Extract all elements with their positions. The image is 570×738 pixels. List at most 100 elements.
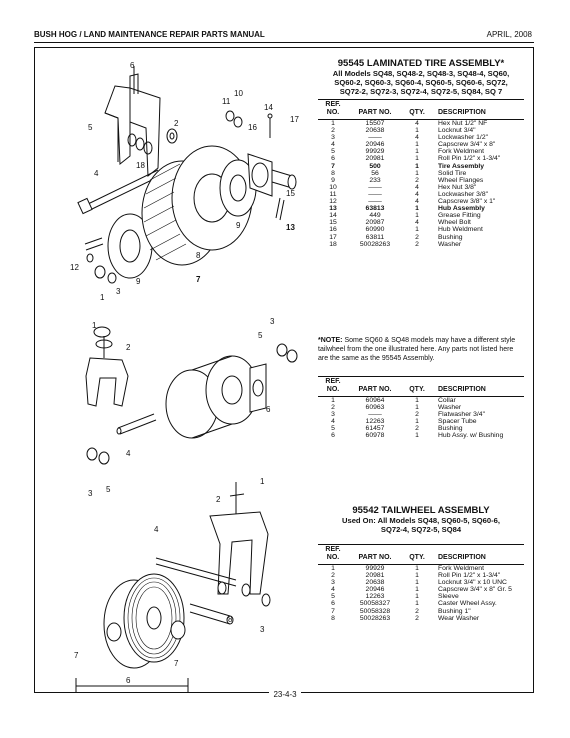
description-cell: Roll Pin 1/2" x 1-3/4" <box>438 572 501 580</box>
col-desc: DESCRIPTION <box>432 377 524 397</box>
col-ref: REF. NO. <box>318 545 348 565</box>
callout-13: 13 <box>286 223 295 232</box>
qty-cell: 4 <box>415 198 419 206</box>
tailwheel-hub-diagram: 1 2 3 5 6 4 5 3 <box>85 317 298 498</box>
qty-cell: 2 <box>415 411 419 419</box>
qty-cell: 2 <box>415 176 419 184</box>
description-cell: Solid Tire <box>438 169 467 177</box>
tailwheel-assembly-diagram: 2 1 4 8 3 7 7 6 <box>74 477 271 692</box>
part-no-cell: 20638 <box>365 579 385 587</box>
section-subtitle-line: SQ72-4, SQ72-5, SQ84 <box>380 525 462 534</box>
qty-cell: 1 <box>415 212 419 220</box>
part-no-cell: 20638 <box>365 127 385 135</box>
callout-3: 3 <box>260 625 265 634</box>
part-no-cell: 50028263 <box>359 240 391 248</box>
description-cell: Capscrew 3/8" x 1" <box>438 198 496 206</box>
ref-cell: 5 <box>331 593 335 601</box>
description-cell: Tire Assembly <box>438 162 485 170</box>
qty-cell: 1 <box>415 600 419 608</box>
part-no-cell: 99929 <box>365 565 385 572</box>
ref-cell: 4 <box>331 586 335 594</box>
callout-5b: 5 <box>106 485 111 494</box>
description-cell: Locknut 3/4" <box>438 127 476 135</box>
callout-5: 5 <box>88 123 93 132</box>
ref-cell: 12 <box>329 198 337 206</box>
ref-cell: 6 <box>331 432 335 440</box>
qty-cell: 2 <box>415 425 419 433</box>
description-cell: Washer <box>438 240 462 248</box>
ref-cell: 8 <box>331 614 335 622</box>
description-cell: Locknut 3/4" x 10 UNC <box>438 579 507 587</box>
ref-cell: 6 <box>331 155 335 163</box>
qty-cell: 1 <box>415 579 419 587</box>
qty-cell: 4 <box>415 120 419 127</box>
part-no-cell: 50058327 <box>359 600 391 608</box>
callout-7: 7 <box>196 275 201 284</box>
header-rule <box>34 42 534 43</box>
part-no-cell: —— <box>368 411 382 419</box>
callout-16: 16 <box>248 123 257 132</box>
qty-cell: 1 <box>415 397 419 404</box>
part-no-cell: 60990 <box>365 226 385 234</box>
qty-cell: 4 <box>415 183 419 191</box>
note-body: Some SQ60 & SQ48 models may have a diffe… <box>318 337 516 362</box>
description-cell: Grease Fitting <box>438 212 481 220</box>
description-cell: Hub Assy. w/ Bushing <box>438 432 504 440</box>
description-cell: Hex Nut 1/2" NF <box>438 120 488 127</box>
callout-9: 9 <box>236 221 241 230</box>
col-desc: DESCRIPTION <box>432 100 524 120</box>
callout-2: 2 <box>126 343 131 352</box>
col-qty: QTY. <box>402 100 432 120</box>
col-part: PART NO. <box>348 377 402 397</box>
qty-cell: 4 <box>415 190 419 198</box>
description-cell: Lockwasher 3/8" <box>438 190 489 198</box>
callout-4: 4 <box>126 449 131 458</box>
ref-cell: 14 <box>329 212 337 220</box>
qty-cell: 1 <box>415 148 419 156</box>
part-no-cell: 20981 <box>365 572 385 580</box>
callout-5: 5 <box>258 331 263 340</box>
description-cell: Wheel Bolt <box>438 219 471 227</box>
ref-cell: 8 <box>331 169 335 177</box>
ref-cell: 10 <box>329 183 337 191</box>
section-title: 95545 LAMINATED TIRE ASSEMBLY* <box>337 58 505 69</box>
description-cell: Hex Nut 3/8" <box>438 183 477 191</box>
ref-cell: 5 <box>331 148 335 156</box>
ref-cell: 6 <box>331 600 335 608</box>
page-footer: 23-4-3 <box>0 690 570 699</box>
qty-cell: 2 <box>415 240 419 248</box>
callout-6: 6 <box>130 61 135 70</box>
callout-1: 1 <box>100 293 105 302</box>
callout-2: 2 <box>216 495 221 504</box>
qty-cell: 1 <box>415 586 419 594</box>
ref-cell: 4 <box>331 418 335 426</box>
note-text: *NOTE: Some SQ60 & SQ48 models may have … <box>318 336 524 363</box>
part-no-cell: —— <box>368 134 382 142</box>
callout-12: 12 <box>70 263 79 272</box>
description-cell: Roll Pin 1/2" x 1-3/4" <box>438 155 501 163</box>
callout-10: 10 <box>234 89 243 98</box>
header-title: BUSH HOG / LAND MAINTENANCE REPAIR PARTS… <box>34 30 265 39</box>
